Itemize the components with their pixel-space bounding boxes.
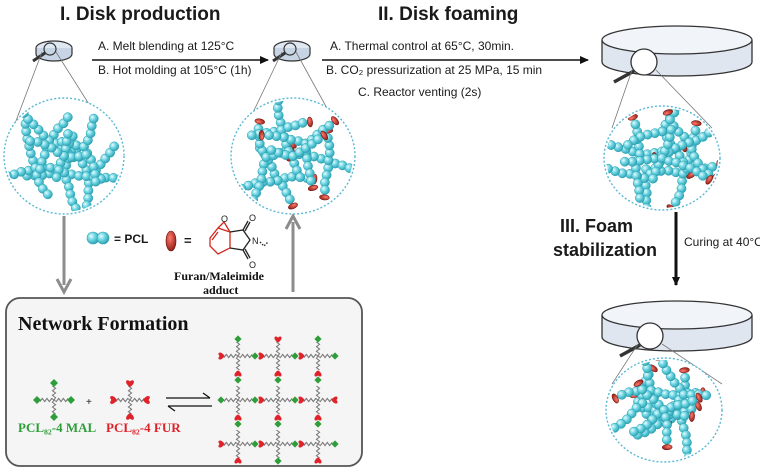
fur-label: PCL₈₂-4 FUR xyxy=(106,420,181,435)
small-disk-1 xyxy=(32,40,73,63)
pcl-network-linked xyxy=(233,100,353,211)
pcl-network-foamed xyxy=(606,108,718,208)
arrow-up-gray-head xyxy=(284,212,302,230)
fur-star-crosslinker xyxy=(110,380,150,420)
step-co2-pressurization: B. CO₂ pressurization at 25 MPa, 15 min xyxy=(326,63,542,77)
pcl-bead-icon-2 xyxy=(96,231,110,245)
legend-adduct-equals: = xyxy=(184,233,192,248)
legend-pcl-label: = PCL xyxy=(114,232,148,246)
small-disk-2 xyxy=(272,40,311,63)
big-disk-stabilized xyxy=(601,300,753,358)
network-formation-title: Network Formation xyxy=(18,313,189,335)
adduct-structure-icon: O O O N xyxy=(209,213,269,270)
network-plus: + xyxy=(86,397,92,408)
arrow-down-gray-head xyxy=(55,278,73,296)
section-title-disk-production: I. Disk production xyxy=(60,4,220,25)
big-disk-foamed xyxy=(601,25,753,84)
equilibrium-arrows xyxy=(166,392,212,412)
zoom-line-left-4 xyxy=(611,343,639,385)
svg-text:O: O xyxy=(249,260,256,270)
step-thermal-control: A. Thermal control at 65°C, 30min. xyxy=(330,39,514,53)
step-melt-blending: A. Melt blending at 125°C xyxy=(98,39,235,53)
adduct-icon xyxy=(165,230,177,252)
mal-star-crosslinker xyxy=(33,379,75,421)
section-title-foam-stabilization-2: stabilization xyxy=(553,240,657,260)
zoom-line-right-4 xyxy=(661,343,723,385)
mal-label: PCL₈₂-4 MAL xyxy=(18,420,97,435)
zoom-line-left-3 xyxy=(611,69,633,129)
network-formation-box xyxy=(5,297,363,467)
svg-text:N: N xyxy=(252,236,259,246)
zoom-line-right-3 xyxy=(655,69,713,129)
pcl-network-stabilized xyxy=(608,360,712,460)
section-title-foam-stabilization-1: III. Foam xyxy=(560,216,633,236)
step-curing: Curing at 40°C xyxy=(684,235,760,249)
svg-text:O: O xyxy=(249,213,256,223)
legend-adduct-label-1: Furan/Maleimide xyxy=(174,269,265,283)
legend-adduct-label-2: adduct xyxy=(203,283,238,297)
section-title-disk-foaming: II. Disk foaming xyxy=(378,4,518,25)
step-reactor-venting: C. Reactor venting (2s) xyxy=(358,85,481,99)
crosslinked-grid-network xyxy=(217,335,339,465)
step-hot-molding: B. Hot molding at 105°C (1h) xyxy=(98,63,252,77)
svg-text:O: O xyxy=(221,214,228,224)
